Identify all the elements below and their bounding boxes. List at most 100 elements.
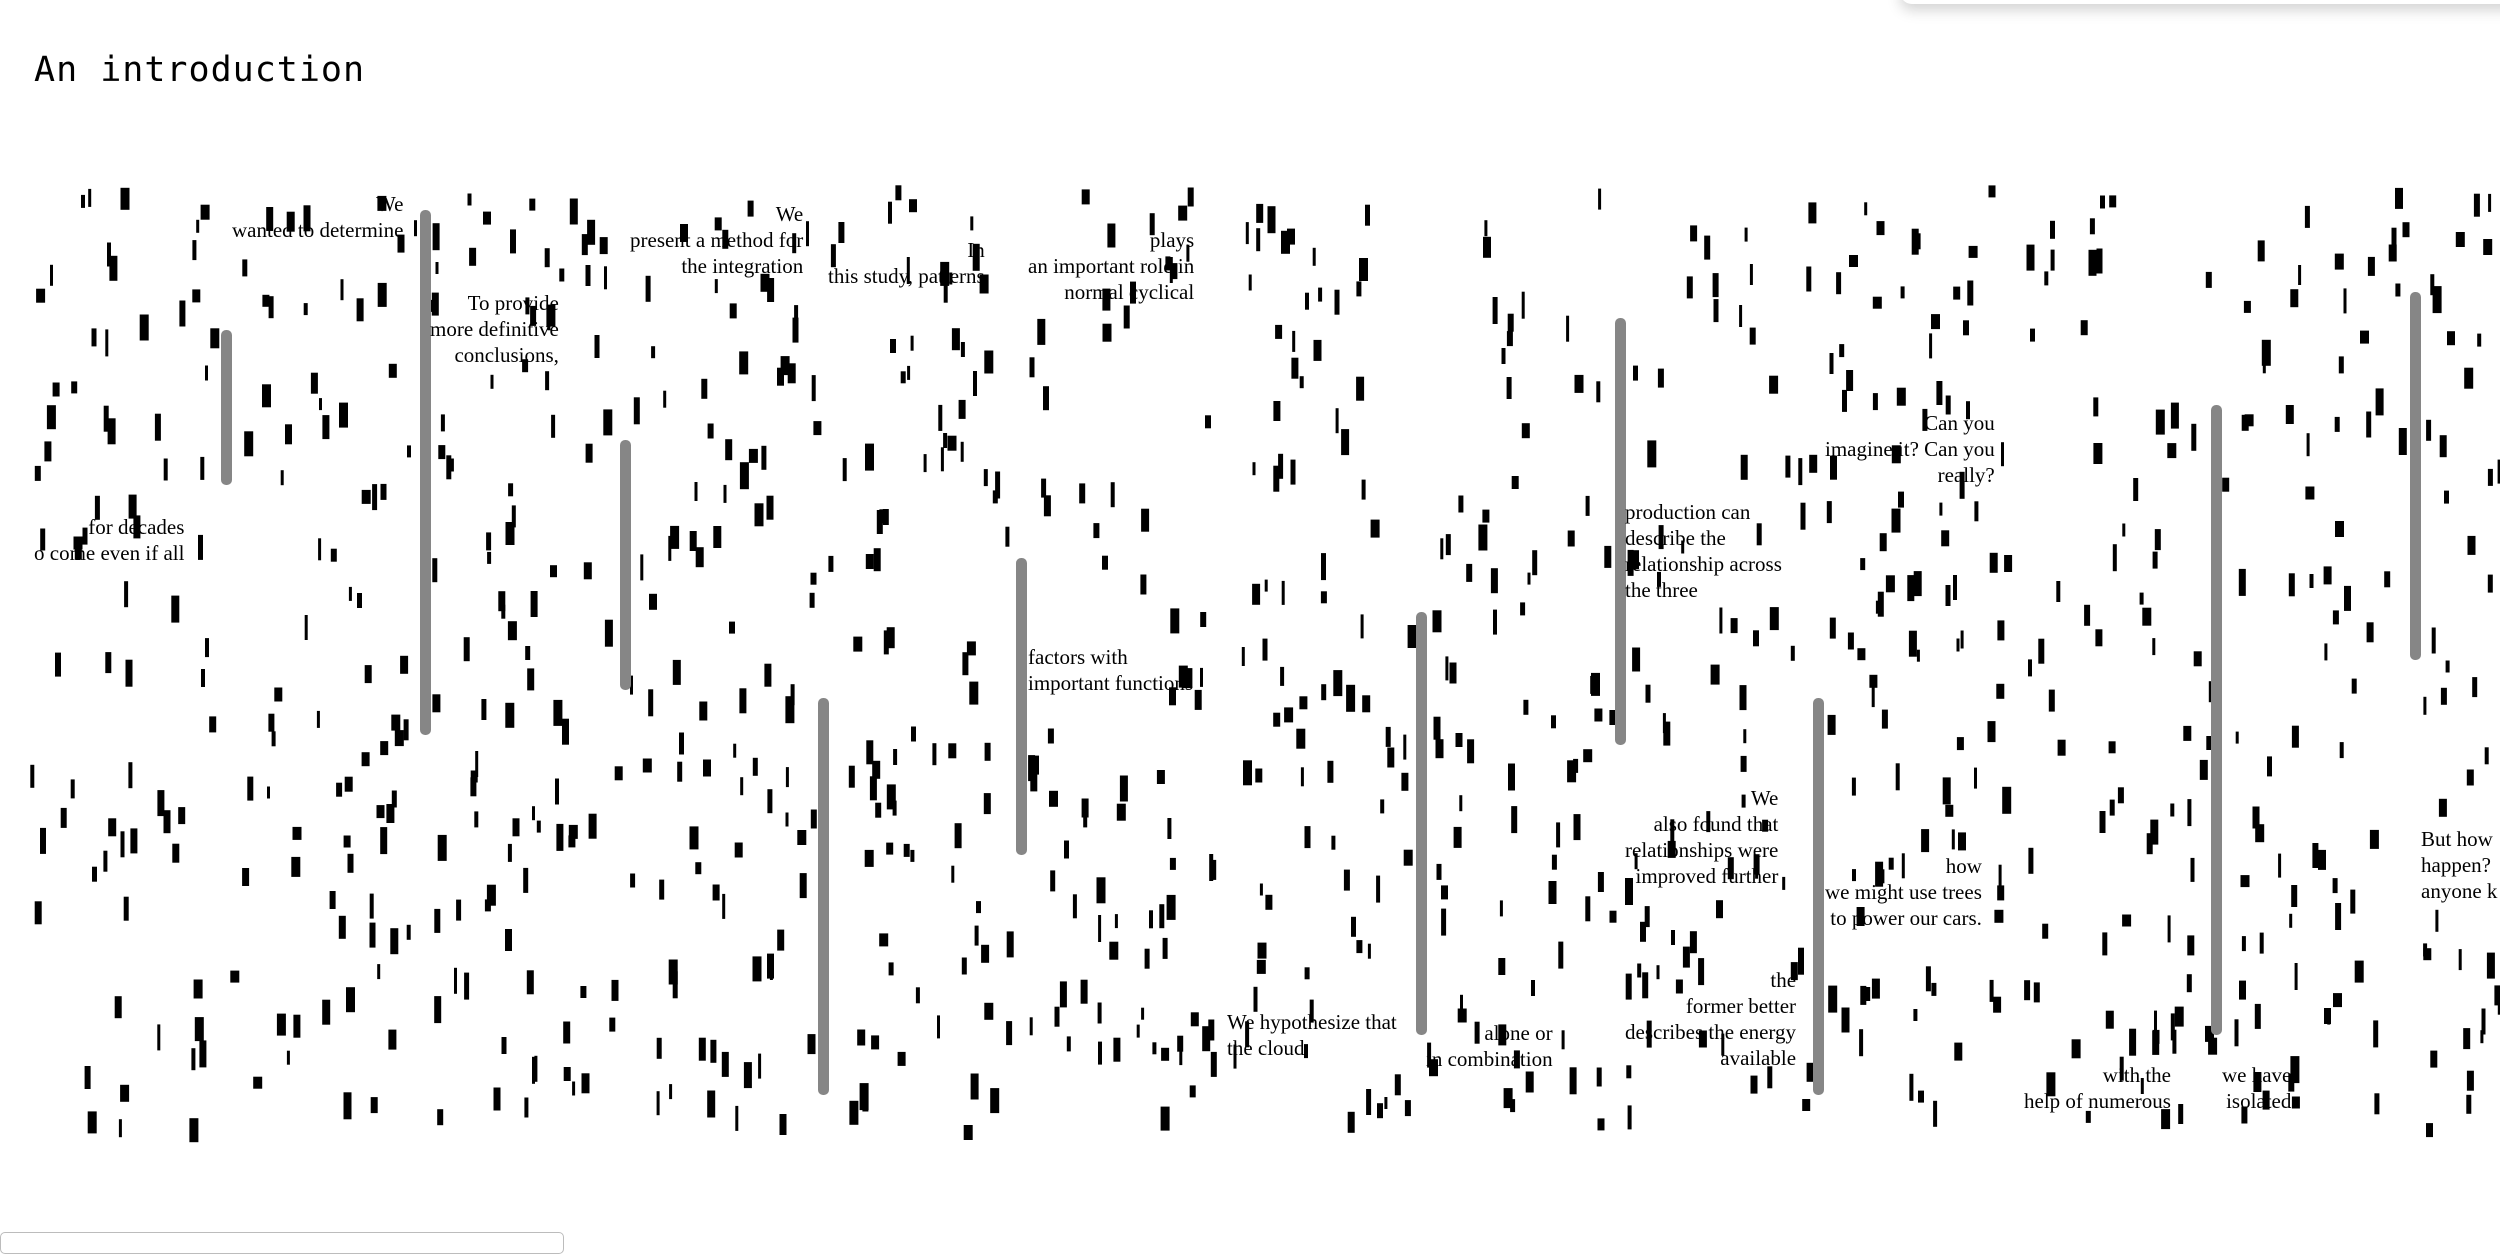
glyph-fragment	[1594, 708, 1603, 722]
glyph-fragment	[1875, 600, 1881, 614]
glyph-fragment	[192, 289, 201, 303]
glyph-fragment	[1252, 583, 1261, 605]
glyph-fragment	[2050, 249, 2055, 271]
glyph-fragment	[780, 356, 790, 376]
glyph-fragment	[2095, 629, 2103, 647]
glyph-fragment	[464, 972, 470, 1000]
glyph-fragment	[364, 665, 372, 684]
glyph-fragment	[888, 201, 892, 224]
glyph-fragment	[2100, 195, 2105, 209]
glyph-fragment	[430, 299, 434, 312]
glyph-fragment	[2187, 799, 2192, 827]
glyph-fragment	[262, 384, 271, 408]
glyph-fragment	[1029, 1017, 1033, 1036]
glyph-fragment	[1604, 545, 1612, 568]
glyph-fragment	[1149, 213, 1155, 236]
glyph-fragment	[2108, 741, 2116, 754]
glyph-fragment	[651, 346, 656, 359]
glyph-fragment	[769, 957, 773, 980]
glyph-fragment	[1066, 1036, 1071, 1052]
glyph-fragment	[2333, 993, 2342, 1008]
glyph-fragment	[562, 718, 569, 745]
glyph-fragment	[2240, 875, 2250, 888]
glyph-fragment	[1384, 1097, 1388, 1109]
glyph-fragment	[1483, 236, 1491, 258]
glyph-fragment	[2057, 739, 2066, 756]
glyph-fragment	[88, 188, 92, 207]
glyph-fragment	[648, 689, 654, 717]
glyph-fragment	[526, 970, 534, 995]
glyph-fragment	[1704, 235, 1711, 260]
glyph-fragment	[1885, 575, 1895, 593]
glyph-fragment	[1511, 476, 1519, 489]
glyph-fragment	[663, 390, 667, 408]
glyph-fragment	[734, 842, 743, 858]
glyph-fragment	[1846, 370, 1854, 391]
glyph-fragment	[2487, 574, 2493, 593]
glyph-fragment	[437, 834, 447, 861]
glyph-fragment	[1102, 288, 1111, 311]
glyph-fragment	[1749, 264, 1753, 285]
glyph-fragment	[1200, 612, 1207, 627]
glyph-fragment	[2430, 274, 2435, 296]
glyph-fragment	[394, 730, 404, 747]
glyph-fragment	[1427, 1042, 1432, 1068]
glyph-fragment	[1929, 333, 1933, 359]
glyph-fragment	[510, 229, 516, 254]
glyph-fragment	[1585, 495, 1590, 516]
glyph-fragment	[344, 776, 353, 792]
glyph-fragment	[247, 776, 254, 801]
glyph-fragment	[640, 554, 644, 581]
glyph-fragment	[2455, 232, 2465, 247]
glyph-fragment	[1331, 835, 1336, 850]
glyph-fragment	[370, 1097, 378, 1114]
glyph-fragment	[973, 371, 977, 396]
glyph-fragment	[886, 627, 895, 649]
bottom-frame	[0, 1232, 564, 1254]
glyph-fragment	[2466, 1094, 2472, 1114]
glyph-fragment	[2366, 622, 2374, 643]
glyph-fragment	[36, 288, 46, 303]
glyph-fragment	[330, 548, 337, 562]
glyph-fragment	[1956, 638, 1960, 652]
glyph-fragment	[1856, 907, 1865, 926]
glyph-fragment	[865, 554, 874, 569]
glyph-fragment	[536, 820, 541, 833]
glyph-fragment	[274, 687, 283, 702]
glyph-fragment	[508, 483, 514, 497]
glyph-fragment	[984, 1002, 994, 1020]
glyph-fragment	[587, 219, 596, 245]
glyph-fragment	[1182, 670, 1187, 688]
glyph-fragment	[1253, 986, 1258, 1012]
glyph-fragment	[785, 696, 795, 724]
glyph-fragment	[2167, 915, 2171, 943]
glyph-fragment	[2234, 1019, 2239, 1047]
glyph-fragment	[1827, 714, 1836, 735]
glyph-fragment	[677, 761, 683, 782]
glyph-fragment	[1050, 870, 1056, 892]
glyph-fragment	[501, 604, 506, 619]
glyph-fragment	[1107, 223, 1116, 248]
glyph-fragment	[1871, 686, 1875, 708]
glyph-fragment	[1888, 857, 1894, 870]
glyph-fragment	[1499, 900, 1503, 917]
glyph-fragment	[171, 595, 180, 623]
glyph-fragment	[1857, 648, 1866, 661]
glyph-fragment	[1609, 710, 1616, 725]
glyph-fragment	[377, 195, 387, 211]
glyph-fragment	[895, 185, 902, 201]
glyph-fragment	[1663, 721, 1671, 746]
glyph-fragment	[2140, 1078, 2144, 1094]
glyph-fragment	[743, 1062, 752, 1089]
glyph-fragment	[71, 381, 78, 394]
fragment-we-hypothesize: We hypothesize that the cloud	[1227, 1010, 1397, 1060]
glyph-fragment	[407, 445, 411, 458]
glyph-fragment	[1377, 1103, 1383, 1119]
glyph-fragment	[970, 1073, 979, 1100]
glyph-fragment	[291, 856, 301, 877]
glyph-fragment	[546, 304, 556, 327]
glyph-fragment	[1170, 608, 1180, 634]
glyph-fragment	[377, 964, 381, 980]
glyph-fragment	[310, 372, 318, 394]
fragment-the-former: the former better describes the energy a…	[1625, 968, 1797, 1070]
